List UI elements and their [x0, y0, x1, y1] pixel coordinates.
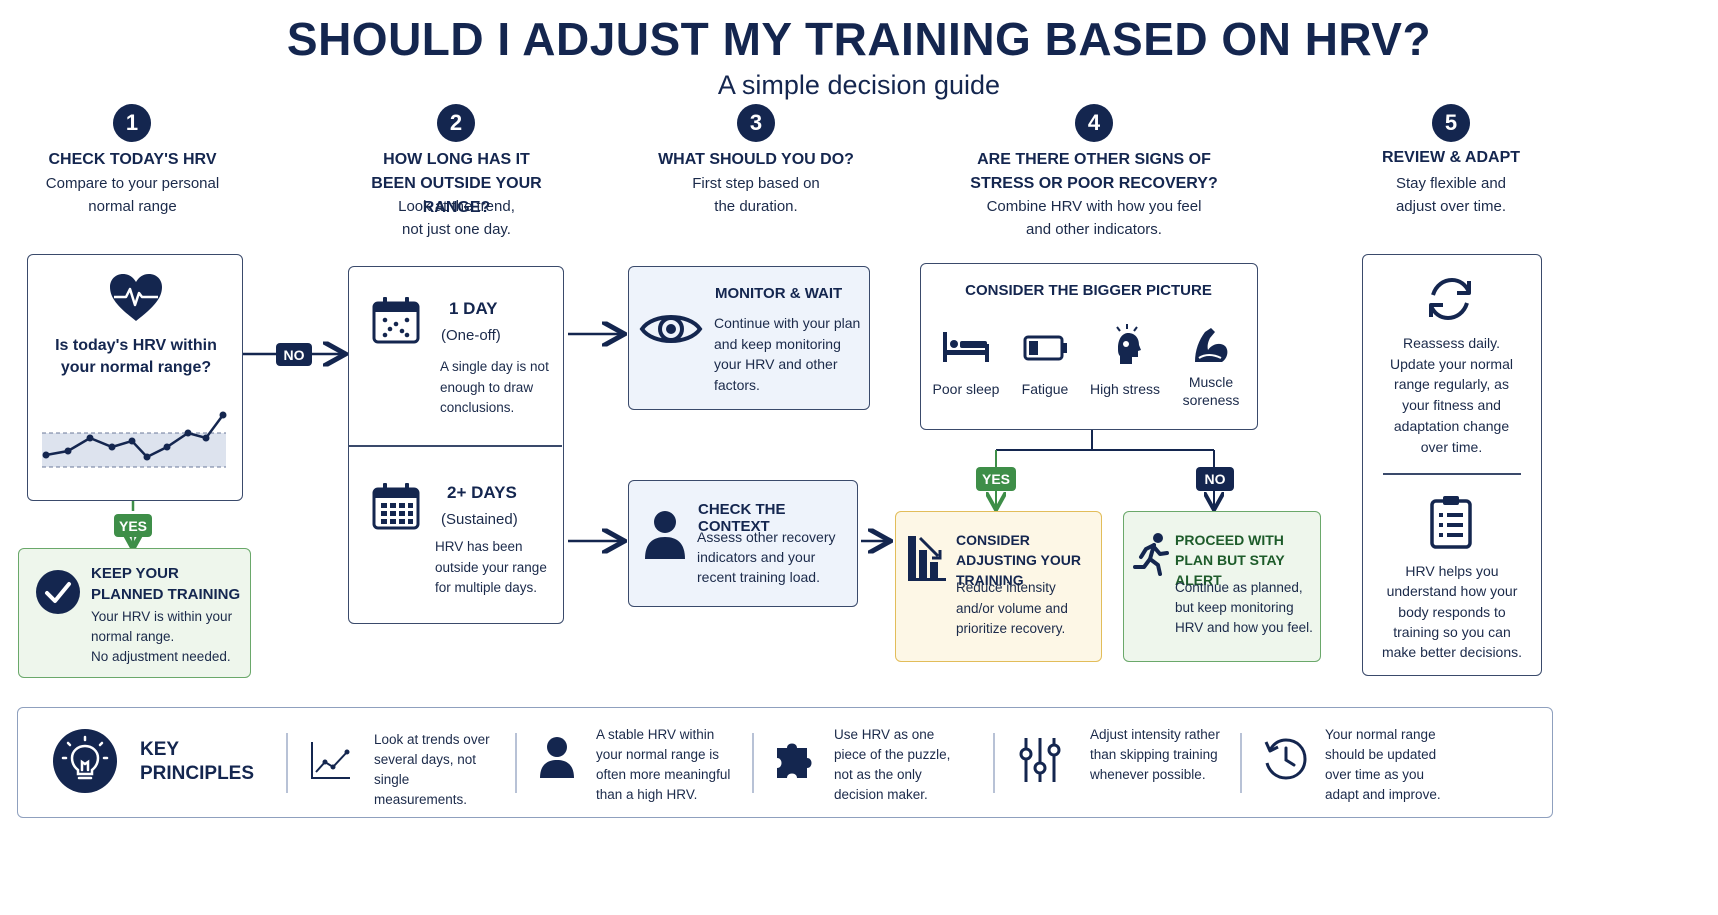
- bed-icon: [943, 332, 989, 362]
- step-5-number: 5: [1432, 104, 1470, 142]
- hrv-trend-chart-icon: [42, 411, 227, 468]
- monitor-wait-text: Continue with your plan and keep monitor…: [714, 315, 861, 393]
- hrv-check-card: Is today's HRV within your normal range?: [27, 254, 243, 501]
- page-subtitle: A simple decision guide: [717, 70, 1001, 100]
- page-title: SHOULD I ADJUST MY TRAINING BASED ON HRV…: [286, 13, 1432, 65]
- no-tag-step4: NO: [1196, 467, 1234, 491]
- person-icon: [540, 737, 574, 778]
- step-3-heading: WHAT SHOULD YOU DO?: [658, 151, 854, 168]
- bigger-picture-title: CONSIDER THE BIGGER PICTURE: [965, 282, 1212, 299]
- check-context-card: CHECK THE CONTEXT Assess other recovery …: [628, 480, 858, 607]
- principle-divider: [993, 733, 995, 793]
- refresh-cycle-icon: [1429, 277, 1471, 321]
- step-2-heading: HOW LONG HAS IT BEEN OUTSIDE YOUR RANGE?: [371, 151, 542, 216]
- step-4-sub: Combine HRV with how you feel and other …: [986, 198, 1202, 238]
- review-text-2: HRV helps you understand how your body r…: [1381, 563, 1523, 661]
- clipboard-list-icon: [1430, 496, 1472, 549]
- sign-high-stress: High stress: [1089, 381, 1161, 397]
- keep-training-card: KEEP YOUR PLANNED TRAINING Your HRV is w…: [18, 548, 251, 678]
- stressed-head-icon: [1116, 324, 1141, 364]
- duration-card: 1 DAY (One-off) A single day is not enou…: [348, 266, 564, 624]
- yes-tag-step1: YES: [114, 514, 152, 537]
- principle-1-text: Look at trends over several days, not si…: [374, 732, 490, 807]
- decreasing-bars-icon: [908, 536, 946, 581]
- principle-5-text: Your normal range should be updated over…: [1325, 727, 1441, 802]
- monitor-wait-card: MONITOR & WAIT Continue with your plan a…: [628, 266, 870, 410]
- running-person-icon: [1133, 533, 1169, 576]
- two-days-title: 2+ DAYS: [447, 483, 517, 502]
- keep-training-text-2: No adjustment needed.: [91, 649, 231, 664]
- calendar-icon: [372, 297, 420, 344]
- step-3-number: 3: [737, 104, 775, 142]
- proceed-plan-card: PROCEED WITH PLAN BUT STAY ALERT Continu…: [1123, 511, 1321, 662]
- adjust-training-text: Reduce intensity and/or volume and prior…: [956, 580, 1068, 636]
- keep-training-text-1: Your HRV is within your normal range.: [91, 609, 233, 644]
- review-text-1: Reassess daily. Update your normal range…: [1390, 335, 1513, 455]
- eye-icon: [639, 315, 703, 343]
- proceed-plan-title: PROCEED WITH PLAN BUT STAY ALERT: [1175, 532, 1285, 588]
- puzzle-icon: [777, 743, 812, 778]
- sliders-icon: [1019, 738, 1061, 782]
- sign-poor-sleep: Poor sleep: [932, 381, 1000, 397]
- principle-2-text: A stable HRV within your normal range is…: [596, 727, 731, 802]
- two-days-sub: (Sustained): [441, 511, 518, 528]
- step-2-number: 2: [437, 104, 475, 142]
- check-circle-icon: [36, 570, 80, 614]
- step-3-sub: First step based on the duration.: [692, 175, 820, 215]
- monitor-wait-title: MONITOR & WAIT: [715, 285, 843, 302]
- one-day-sub: (One-off): [441, 327, 501, 344]
- sign-fatigue: Fatigue: [1021, 381, 1069, 397]
- clock-history-icon: [1264, 738, 1307, 780]
- bigger-picture-card: CONSIDER THE BIGGER PICTURE Poor sleep F…: [920, 263, 1258, 430]
- principle-divider: [752, 733, 754, 793]
- flexed-arm-icon: [1195, 328, 1228, 362]
- hrv-check-question: Is today's HRV within your normal range?: [55, 337, 217, 376]
- yes-tag-step4: YES: [976, 467, 1016, 491]
- review-divider: [1383, 473, 1521, 475]
- step-4-heading: ARE THERE OTHER SIGNS OF STRESS OR POOR …: [970, 151, 1218, 192]
- principle-4-text: Adjust intensity rather than skipping tr…: [1090, 727, 1220, 782]
- principle-3-text: Use HRV as one piece of the puzzle, not …: [834, 727, 951, 802]
- step-5-heading: REVIEW & ADAPT: [1381, 149, 1521, 166]
- duration-divider: [349, 445, 562, 447]
- step-5-sub: Stay flexible and adjust over time.: [1395, 175, 1507, 215]
- sign-muscle-soreness: Muscle soreness: [1182, 374, 1240, 408]
- one-day-text: A single day is not enough to draw concl…: [440, 359, 549, 415]
- adjust-training-title: CONSIDER ADJUSTING YOUR TRAINING: [956, 532, 1081, 588]
- principle-divider: [1240, 733, 1242, 793]
- check-context-text: Assess other recovery indicators and you…: [697, 529, 836, 585]
- one-day-title: 1 DAY: [449, 299, 498, 318]
- step-1-heading: CHECK TODAY'S HRV: [48, 151, 217, 168]
- principle-divider: [515, 733, 517, 793]
- review-adapt-card: Reassess daily. Update your normal range…: [1362, 254, 1542, 676]
- two-days-text: HRV has been outside your range for mult…: [435, 539, 547, 595]
- check-context-title: CHECK THE CONTEXT: [698, 501, 786, 535]
- lightbulb-icon: [53, 729, 117, 793]
- keep-training-title: KEEP YOUR PLANNED TRAINING: [91, 565, 241, 603]
- key-principles-title: KEY PRINCIPLES: [140, 739, 255, 784]
- proceed-plan-text: Continue as planned, but keep monitoring…: [1175, 580, 1313, 635]
- principle-divider: [286, 733, 288, 793]
- calendar-multi-day-icon: [372, 483, 420, 530]
- key-principles-panel: KEY PRINCIPLES Look at trends over sever…: [17, 707, 1553, 818]
- battery-low-icon: [1023, 335, 1067, 361]
- heart-pulse-icon: [110, 274, 162, 321]
- step-1-sub: Compare to your personal normal range: [45, 175, 220, 215]
- adjust-training-card: CONSIDER ADJUSTING YOUR TRAINING Reduce …: [895, 511, 1102, 662]
- trend-line-icon: [311, 742, 350, 779]
- step-1-number: 1: [113, 104, 151, 142]
- no-tag-step1: NO: [276, 343, 312, 366]
- step-4-number: 4: [1075, 104, 1113, 142]
- person-icon: [645, 511, 685, 559]
- step-2-sub: Look at the trend, not just one day.: [398, 198, 515, 238]
